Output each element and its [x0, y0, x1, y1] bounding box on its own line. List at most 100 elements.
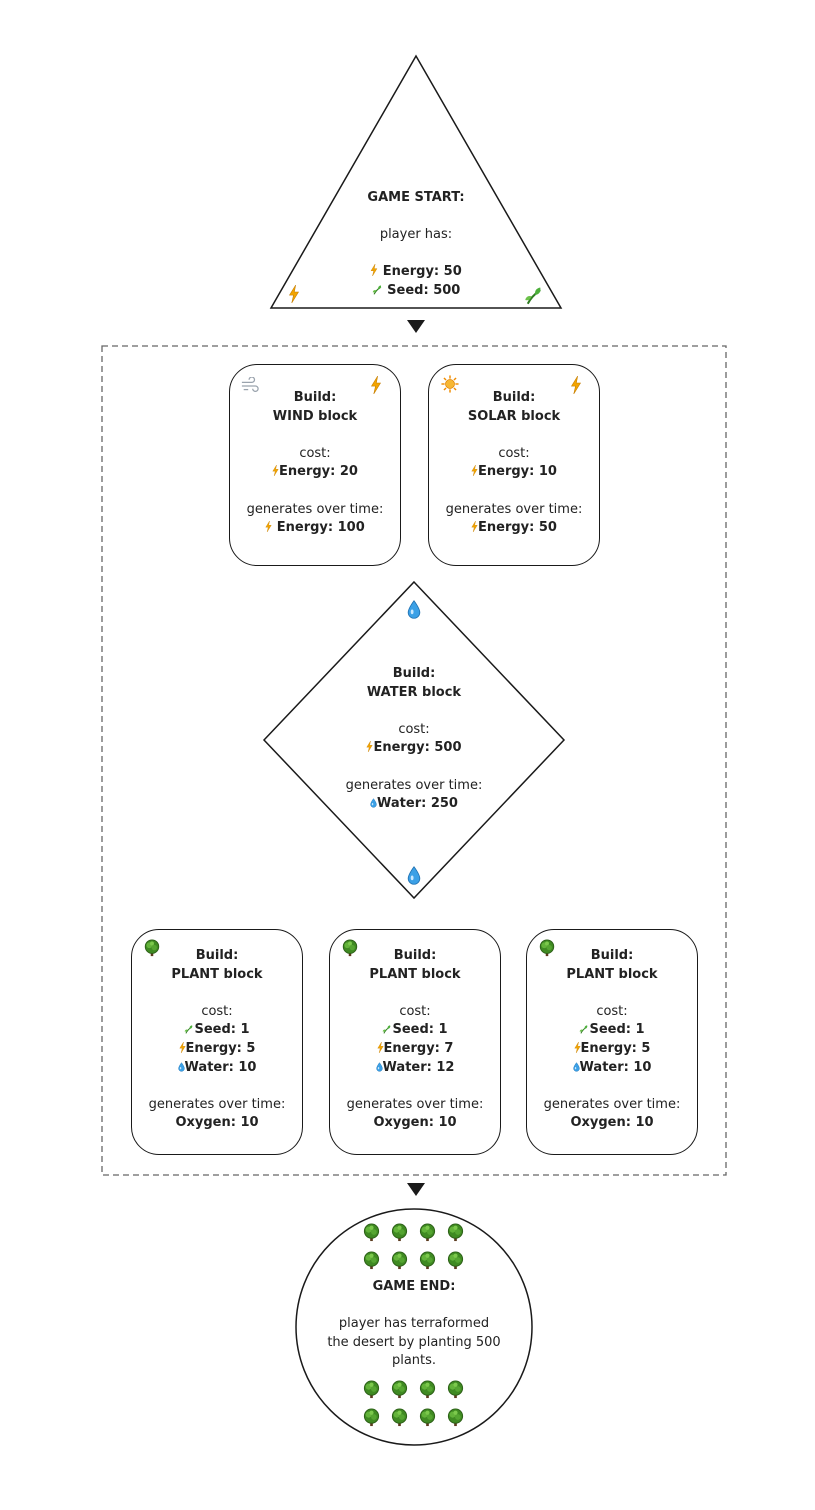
wind-gen-label: generates over time:: [246, 501, 384, 517]
solar-build-label: Build:: [492, 390, 536, 405]
plant-cost-water: Water: 10: [184, 1059, 257, 1075]
tree-icon: [418, 1223, 437, 1242]
end-line-1: player has terraformed: [338, 1316, 490, 1332]
arrow-down-2: [407, 1183, 425, 1196]
start-energy: Energy: 50: [382, 264, 462, 280]
plant-block-card-1: [131, 929, 303, 1155]
plant-build-label: Build:: [195, 948, 239, 963]
plant-block-card-3: [526, 929, 698, 1155]
solar-cost-label: cost:: [498, 445, 530, 461]
plant-build-label: Build:: [393, 948, 437, 963]
plant-cost-seed: Seed: 1: [392, 1022, 448, 1038]
plant-block-title: PLANT block: [369, 966, 461, 982]
lightning-icon: [471, 521, 478, 532]
plant-block-text-1: Build: PLANT block cost: Seed: 1 Energy:…: [131, 947, 303, 1133]
end-circle: [295, 1208, 533, 1446]
tree-icon: [418, 1408, 437, 1427]
end-line-2: the desert by planting 500: [327, 1334, 501, 1350]
plant-cost-label: cost:: [596, 1003, 628, 1019]
tree-icon: [390, 1408, 409, 1427]
start-subtitle: player has:: [379, 227, 453, 243]
tree-icon: [446, 1251, 465, 1270]
plant-gen-oxygen: Oxygen: 10: [175, 1115, 259, 1131]
tree-grid-bottom: [362, 1380, 474, 1431]
plant-gen-label: generates over time:: [148, 1096, 286, 1112]
end-text: GAME END: player has terraformed the des…: [314, 1278, 514, 1371]
water-drop-icon: [376, 1062, 383, 1072]
sprout-icon: [372, 284, 383, 295]
tree-grid-top: [362, 1223, 474, 1274]
sprout-icon: [579, 1024, 589, 1034]
solar-cost-energy: Energy: 10: [478, 464, 557, 480]
sprout-icon: [524, 285, 544, 305]
plant-cost-label: cost:: [201, 1003, 233, 1019]
plant-cost-energy: Energy: 5: [185, 1040, 256, 1056]
plant-cost-water: Water: 12: [382, 1059, 455, 1075]
arrow-down-1: [407, 320, 425, 333]
water-gen-water: Water: 250: [377, 796, 458, 812]
wind-block-title: WIND block: [272, 408, 358, 424]
start-title: GAME START:: [367, 190, 465, 205]
sprout-icon: [382, 1024, 392, 1034]
tree-icon: [418, 1380, 437, 1399]
tree-icon: [362, 1408, 381, 1427]
plant-cost-seed: Seed: 1: [589, 1022, 645, 1038]
plant-gen-oxygen: Oxygen: 10: [373, 1115, 457, 1131]
water-build-label: Build:: [392, 666, 436, 681]
water-drop-icon: [178, 1062, 185, 1072]
solar-block-card: [428, 364, 600, 566]
lightning-icon: [265, 521, 272, 532]
wind-cost-energy: Energy: 20: [279, 464, 358, 480]
solar-block-text: Build: SOLAR block cost: Energy: 10 gene…: [428, 389, 600, 538]
plant-block-title: PLANT block: [566, 966, 658, 982]
end-line-3: plants.: [391, 1353, 437, 1369]
wind-cost-label: cost:: [299, 445, 331, 461]
start-triangle: [269, 54, 563, 309]
plant-cost-seed: Seed: 1: [194, 1022, 250, 1038]
lightning-icon: [272, 465, 279, 476]
wind-build-label: Build:: [293, 390, 337, 405]
lightning-icon: [377, 1042, 384, 1053]
lightning-icon: [370, 264, 378, 276]
sprout-icon: [184, 1024, 194, 1034]
lightning-icon: [288, 285, 300, 303]
lightning-icon: [574, 1042, 581, 1053]
water-drop-icon: [573, 1062, 580, 1072]
water-drop-icon: [407, 866, 421, 885]
tree-icon: [390, 1380, 409, 1399]
tree-icon: [362, 1223, 381, 1242]
tree-icon: [446, 1223, 465, 1242]
tree-icon: [446, 1408, 465, 1427]
plant-block-text-2: Build: PLANT block cost: Seed: 1 Energy:…: [329, 947, 501, 1133]
water-drop-icon: [370, 798, 377, 808]
plant-gen-label: generates over time:: [543, 1096, 681, 1112]
solar-block-title: SOLAR block: [467, 408, 561, 424]
plant-cost-label: cost:: [399, 1003, 431, 1019]
water-diamond: [262, 580, 566, 900]
tree-icon: [362, 1251, 381, 1270]
tree-icon: [446, 1380, 465, 1399]
plant-cost-water: Water: 10: [579, 1059, 652, 1075]
solar-gen-label: generates over time:: [445, 501, 583, 517]
plant-block-title: PLANT block: [171, 966, 263, 982]
water-cost-energy: Energy: 500: [373, 740, 462, 756]
lightning-icon: [471, 465, 478, 476]
end-title: GAME END:: [372, 1279, 456, 1294]
water-cost-label: cost:: [398, 721, 430, 737]
plant-cost-energy: Energy: 7: [383, 1040, 454, 1056]
lightning-icon: [179, 1042, 186, 1053]
water-drop-icon: [407, 600, 421, 619]
plant-gen-label: generates over time:: [346, 1096, 484, 1112]
wind-block-card: [229, 364, 401, 566]
start-seed: Seed: 500: [387, 282, 461, 298]
plant-block-text-3: Build: PLANT block cost: Seed: 1 Energy:…: [526, 947, 698, 1133]
tree-icon: [390, 1251, 409, 1270]
plant-cost-energy: Energy: 5: [580, 1040, 651, 1056]
wind-block-text: Build: WIND block cost: Energy: 20 gener…: [229, 389, 401, 538]
tree-icon: [362, 1380, 381, 1399]
solar-gen-energy: Energy: 50: [478, 520, 557, 536]
start-text: GAME START: player has: Energy: 50 Seed:…: [316, 189, 516, 301]
water-gen-label: generates over time:: [345, 777, 483, 793]
tree-icon: [390, 1223, 409, 1242]
